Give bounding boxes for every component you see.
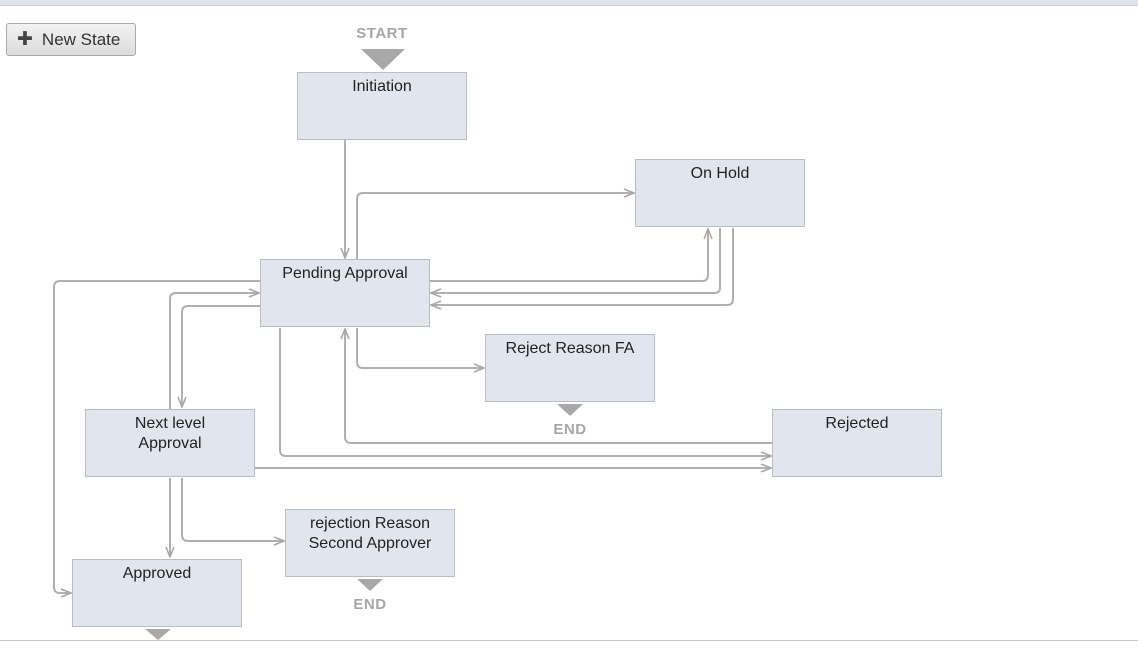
workflow-canvas: ✚ New State START Initiation On Hold Pen… [0,6,1138,640]
transition-rejected-to-pending[interactable] [345,329,772,444]
end-label: END [553,421,587,438]
top-toolbar-strip [0,0,1138,6]
state-next-level-approval[interactable]: Next level Approval [85,409,255,477]
new-state-button[interactable]: ✚ New State [6,23,136,56]
state-approved[interactable]: Approved [72,559,242,627]
state-pending-approval[interactable]: Pending Approval [260,259,430,327]
plus-icon: ✚ [17,29,33,50]
transition-pending-to-onhold-top[interactable] [356,193,634,260]
end-label: END [353,596,387,613]
end-marker-icon [357,579,383,591]
transition-pending-to-rejected[interactable] [279,328,771,456]
state-reject-reason-fa[interactable]: Reject Reason FA [485,334,655,402]
start-marker-icon [361,49,405,70]
state-label: Reject Reason FA [505,340,635,357]
state-label-line-2: Second Approver [308,535,432,552]
transition-pending-to-onhold[interactable] [430,229,708,282]
state-label-line-1: Next level [134,415,206,432]
state-label: On Hold [690,165,750,182]
transition-pending-to-rejectreasonfa[interactable] [356,328,484,368]
end-marker-icon [557,404,583,416]
transition-pending-to-approved[interactable] [53,280,260,593]
state-initiation[interactable]: Initiation [297,72,467,140]
state-on-hold[interactable]: On Hold [635,159,805,227]
state-label: Approved [122,565,192,582]
transition-onhold-to-pending-1[interactable] [431,228,721,293]
canvas-bottom-border [0,640,1138,641]
transition-onhold-to-pending-2[interactable] [431,228,734,305]
transition-pending-to-nextlevel[interactable] [182,305,260,407]
transition-nextlevel-to-pending[interactable] [169,293,259,409]
state-label-line-1: rejection Reason [309,515,431,532]
start-label: START [356,25,408,42]
state-label: Pending Approval [282,265,408,282]
new-state-label: New State [41,29,121,49]
state-rejected[interactable]: Rejected [772,409,942,477]
transition-nextlevel-to-rejectionreason[interactable] [181,478,284,541]
state-label: Initiation [352,78,412,95]
state-label-line-2: Approval [138,435,202,452]
transition-connectors [53,49,772,640]
state-label: Rejected [825,415,889,432]
end-marker-icon [145,629,171,640]
state-rejection-reason-second-approver[interactable]: rejection Reason Second Approver [285,509,455,577]
